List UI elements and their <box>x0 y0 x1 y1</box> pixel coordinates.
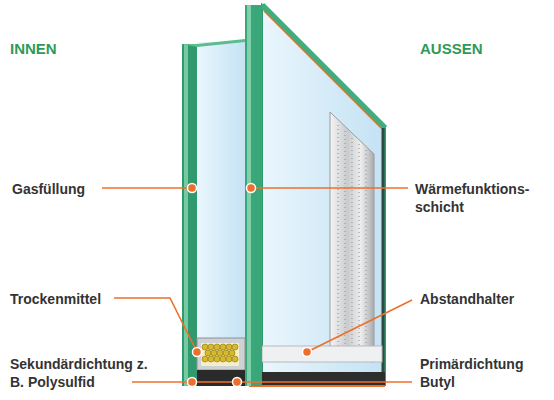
side-heading: INNEN <box>10 40 130 58</box>
outer-pane-top <box>262 5 385 128</box>
outer-pane-highlight <box>247 5 251 386</box>
part-label: Abstandhalter <box>420 290 545 308</box>
side-heading: AUSSEN <box>420 40 540 58</box>
desiccant-chamber <box>201 343 239 366</box>
inner-pane-front <box>182 44 197 386</box>
part-label: Wärmefunktions- schicht <box>415 180 543 216</box>
leader-dots <box>188 184 312 387</box>
gas-gap <box>197 42 247 385</box>
part-label: Trockenmittel <box>10 290 120 308</box>
desiccant-beads <box>202 344 238 362</box>
outer-pane-edge <box>262 5 385 385</box>
spacer-section <box>197 338 245 370</box>
coating-line <box>264 11 381 128</box>
seal-strip <box>247 372 385 386</box>
part-label: Gasfüllung <box>12 180 102 198</box>
part-label: Primärdichtung Butyl <box>420 355 545 391</box>
part-label: Sekundärdichtung z. B. Polysulfid <box>10 355 148 391</box>
coating-line <box>249 385 385 387</box>
outer-pane-front <box>245 5 262 386</box>
spacer-bar <box>330 112 374 362</box>
spacer-bottom <box>262 346 382 362</box>
secondary-seal <box>197 370 245 386</box>
outer-pane <box>262 5 385 385</box>
inner-pane-highlight <box>184 44 188 386</box>
leader-lines <box>102 188 412 382</box>
inner-pane-top <box>182 39 245 47</box>
spacer-perforation <box>338 125 366 356</box>
